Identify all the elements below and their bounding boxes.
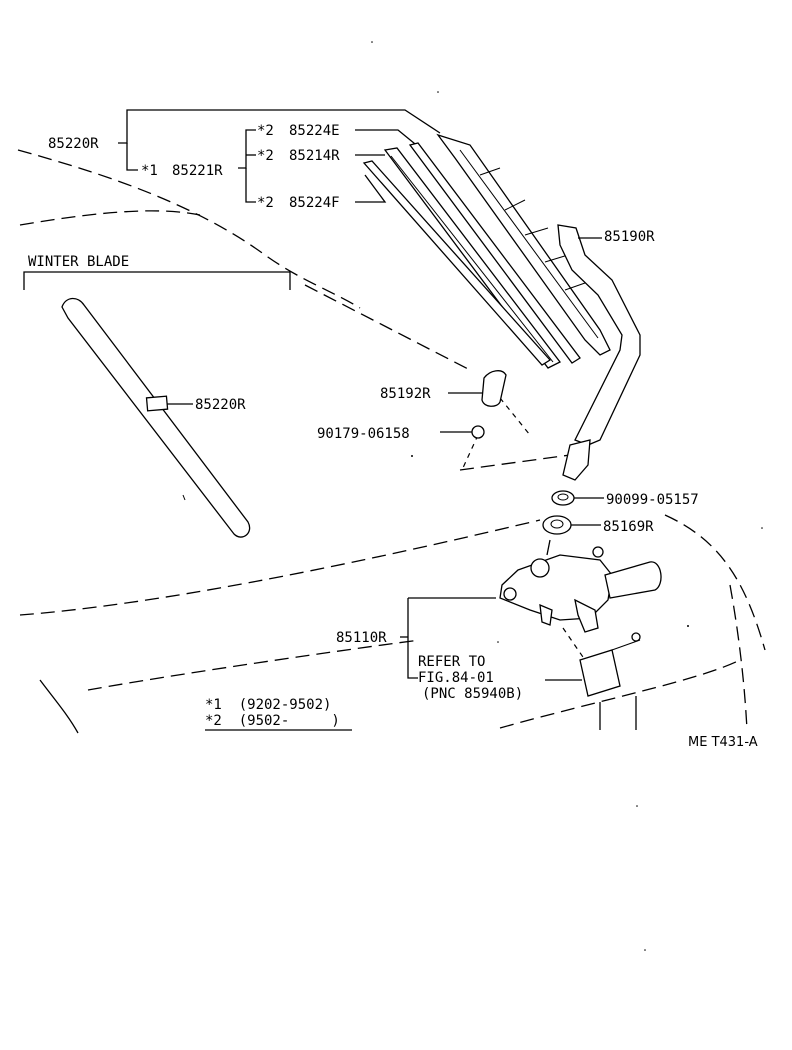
label-note1: *1 (9202-9502) xyxy=(205,697,331,713)
label-note2: *2 (9502- ) xyxy=(205,713,340,729)
label-blade-sub: 85221R xyxy=(172,163,223,179)
pivot-parts xyxy=(542,490,604,535)
label-rubber: 85214R xyxy=(289,148,340,164)
nut xyxy=(471,425,485,439)
label-winter-title: WINTER BLADE xyxy=(28,254,129,270)
cushion xyxy=(542,515,572,535)
vehicle-outline xyxy=(17,149,766,734)
label-cushion: 85169R xyxy=(603,519,654,535)
label-seal-nut: 90099-05157 xyxy=(606,492,699,508)
label-blade-sub-note: *1 xyxy=(141,163,158,179)
label-cap: 85192R xyxy=(380,386,431,402)
seal-nut xyxy=(551,490,575,506)
label-insert-f: 85224F xyxy=(289,195,340,211)
label-blade-assy: 85220R xyxy=(48,136,99,152)
label-insert-f-note: *2 xyxy=(257,195,274,211)
label-insert-e-note: *2 xyxy=(257,123,274,139)
label-motor: 85110R xyxy=(336,630,387,646)
label-arm: 85190R xyxy=(604,229,655,245)
wiper-blade-assembly xyxy=(362,133,611,369)
winter-blade-group xyxy=(23,271,291,538)
label-refer-line1: REFER TO xyxy=(418,654,485,670)
small-parts xyxy=(440,370,507,439)
label-nut: 90179-06158 xyxy=(317,426,410,442)
blade-rubber xyxy=(383,147,561,369)
wiper-motor xyxy=(400,539,662,679)
cap xyxy=(481,370,507,407)
wiper-arm xyxy=(557,224,641,481)
blade-frame xyxy=(436,133,611,356)
blade-insert-f xyxy=(362,160,551,366)
label-insert-e: 85224E xyxy=(289,123,340,139)
scan-specks xyxy=(371,41,763,951)
winter-blade xyxy=(61,297,251,538)
label-winter-blade: 85220R xyxy=(195,397,246,413)
label-refer-line2: FIG.84-01 xyxy=(418,670,494,686)
blade-assembly-leaders xyxy=(118,109,441,203)
label-rubber-note: *2 xyxy=(257,148,274,164)
label-refer-line3: (PNC 85940B) xyxy=(422,686,523,702)
label-figure-code: ME T431-A xyxy=(688,735,758,750)
motor-connector xyxy=(545,627,641,697)
blade-insert-e xyxy=(408,142,581,364)
